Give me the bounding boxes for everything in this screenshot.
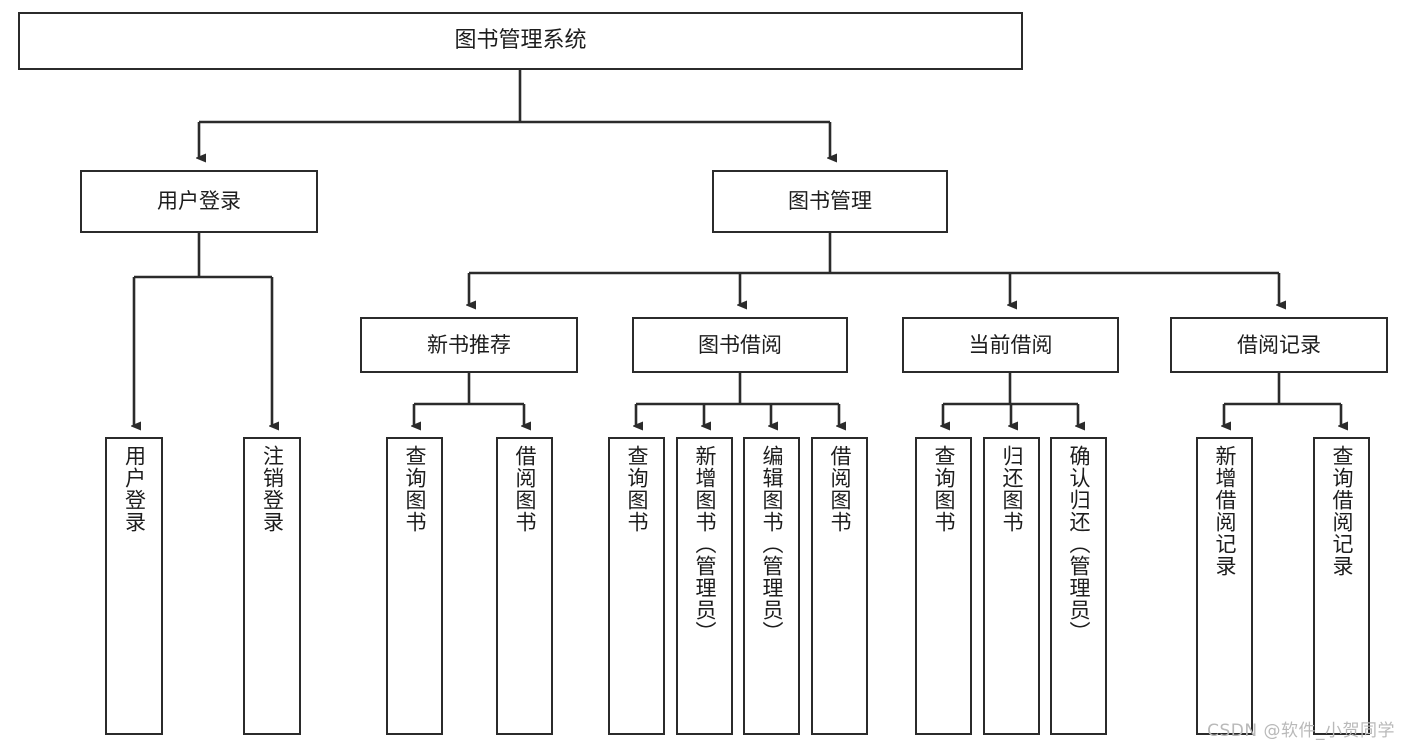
watermark: CSDN @软件_小贺同学 (1207, 721, 1395, 741)
node-book-borrow[interactable]: 图书借阅 (632, 317, 848, 373)
node-user-login[interactable]: 用户登录 (80, 170, 318, 233)
node-leaf-confirm-return-label: 确认归还（管理员） (1067, 445, 1091, 643)
node-borrow-record-label: 借阅记录 (1237, 332, 1321, 357)
node-leaf-add-book[interactable]: 新增图书（管理员） (676, 437, 733, 735)
node-user-login-label: 用户登录 (157, 189, 241, 214)
node-leaf-logout-login[interactable]: 注销登录 (243, 437, 301, 735)
node-leaf-query-book-1[interactable]: 查询图书 (386, 437, 443, 735)
node-leaf-add-book-label: 新增图书（管理员） (693, 445, 717, 643)
node-new-book-recommend-label: 新书推荐 (427, 332, 511, 357)
node-leaf-query-book-3[interactable]: 查询图书 (915, 437, 972, 735)
node-leaf-borrow-book-1[interactable]: 借阅图书 (496, 437, 553, 735)
node-leaf-user-login[interactable]: 用户登录 (105, 437, 163, 735)
node-leaf-query-book-2-label: 查询图书 (625, 445, 649, 533)
node-borrow-record[interactable]: 借阅记录 (1170, 317, 1388, 373)
node-leaf-add-record-label: 新增借阅记录 (1213, 445, 1237, 577)
node-leaf-edit-book[interactable]: 编辑图书（管理员） (743, 437, 800, 735)
node-leaf-query-record-label: 查询借阅记录 (1330, 445, 1354, 577)
node-leaf-query-book-1-label: 查询图书 (403, 445, 427, 533)
node-leaf-logout-login-label: 注销登录 (260, 445, 285, 533)
node-leaf-query-record[interactable]: 查询借阅记录 (1313, 437, 1370, 735)
node-leaf-edit-book-label: 编辑图书（管理员） (760, 445, 784, 643)
node-leaf-user-login-label: 用户登录 (122, 445, 147, 533)
node-leaf-query-book-2[interactable]: 查询图书 (608, 437, 665, 735)
node-book-borrow-label: 图书借阅 (698, 332, 782, 357)
node-book-manage-label: 图书管理 (788, 189, 872, 214)
node-book-manage[interactable]: 图书管理 (712, 170, 948, 233)
node-root[interactable]: 图书管理系统 (18, 12, 1023, 70)
node-leaf-borrow-book-2-label: 借阅图书 (828, 445, 852, 533)
node-current-borrow-label: 当前借阅 (968, 332, 1053, 357)
node-current-borrow[interactable]: 当前借阅 (902, 317, 1119, 373)
node-new-book-recommend[interactable]: 新书推荐 (360, 317, 578, 373)
node-root-label: 图书管理系统 (454, 28, 587, 54)
node-leaf-confirm-return[interactable]: 确认归还（管理员） (1050, 437, 1107, 735)
node-leaf-add-record[interactable]: 新增借阅记录 (1196, 437, 1253, 735)
node-leaf-return-book[interactable]: 归还图书 (983, 437, 1040, 735)
node-leaf-return-book-label: 归还图书 (1000, 445, 1024, 533)
node-leaf-borrow-book-2[interactable]: 借阅图书 (811, 437, 868, 735)
node-leaf-borrow-book-1-label: 借阅图书 (513, 445, 537, 533)
node-leaf-query-book-3-label: 查询图书 (932, 445, 956, 533)
